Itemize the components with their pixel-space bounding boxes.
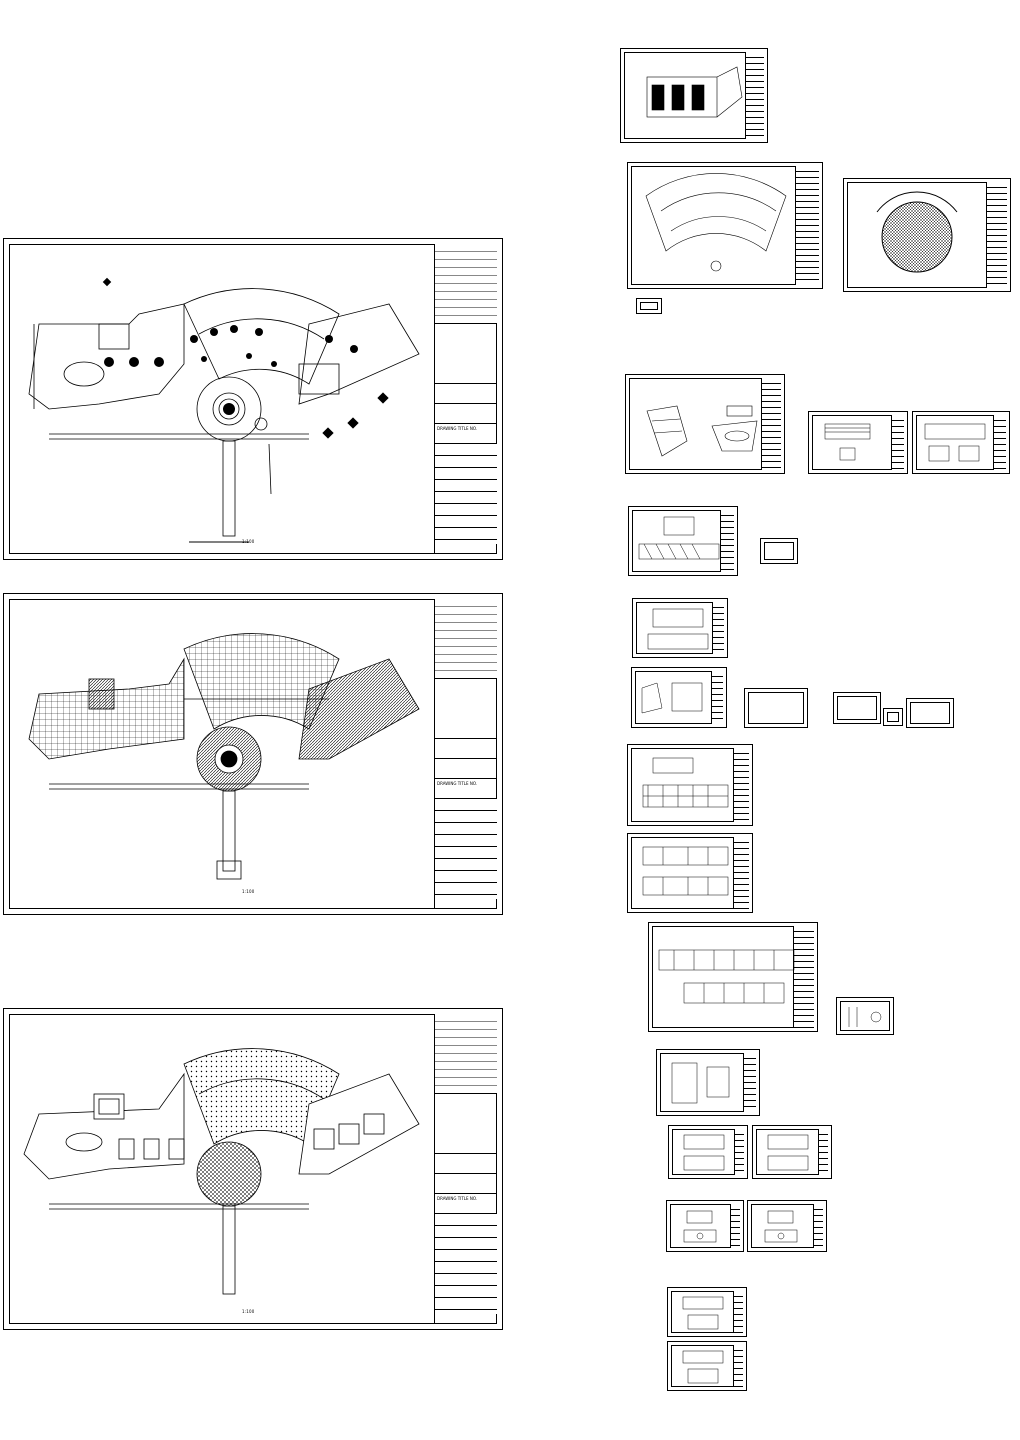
thumbnail-sheet[interactable] [628,506,738,576]
sheet-border [9,244,497,554]
thumbnail-drawing [824,423,871,461]
thumbnail-sheet[interactable] [627,162,823,289]
thumbnail-sheet[interactable] [808,411,908,474]
thumbnail-sheet[interactable] [752,1125,832,1179]
thumbnail-sheet[interactable] [666,1200,744,1252]
thumbnail-sheet[interactable] [667,1341,747,1391]
floor-plan-drawing [28,633,420,880]
thumbnail-drawing [767,1134,809,1171]
thumbnail-sheet[interactable] [632,598,728,658]
sheet-border [9,599,497,909]
thumbnail-sheet[interactable] [912,411,1010,474]
thumbnail-drawing [682,1296,724,1330]
drawing-title-label: DRAWING TITLE [437,781,469,786]
sheet-1-scale: 1:100 [242,539,255,544]
thumbnail-drawing [848,1007,882,1027]
thumbnail-sheet[interactable] [760,538,798,564]
thumbnail-sheet[interactable] [833,692,881,724]
thumbnail-drawing [638,516,720,560]
thumbnail-sheet[interactable] [836,997,894,1035]
thumbnail-sheet[interactable] [906,698,954,728]
thumbnail-sheet[interactable] [667,1287,747,1337]
thumbnail-sheet[interactable] [747,1200,827,1252]
thumbnail-sheet[interactable] [668,1125,748,1179]
sheet-3-scale: 1:100 [242,1309,255,1314]
drawing-sheet-3[interactable]: DRAWING TITLE NO. [3,1008,503,1330]
thumbnail-sheet[interactable] [620,48,768,143]
thumbnail-legend[interactable] [636,298,662,314]
thumbnail-drawing [646,66,743,118]
thumbnail-drawing [642,757,729,808]
thumbnail-drawing [764,1210,798,1243]
thumbnail-drawing [647,608,709,650]
thumbnail-drawing [683,1210,717,1243]
thumbnail-drawing [671,1062,730,1104]
thumbnail-drawing [658,949,795,1004]
thumbnail-sheet[interactable] [656,1049,760,1116]
drawing-no-label: NO. [469,426,478,431]
thumbnail-drawing [642,846,729,896]
drawing-title-label: DRAWING TITLE [437,1196,469,1201]
drawing-title-cell: DRAWING TITLE NO. [435,779,497,799]
thumbnail-sheet[interactable] [631,667,727,728]
ceiling-plan-drawing [23,1048,420,1295]
thumbnail-sheet[interactable] [744,688,808,728]
thumbnail-sheet[interactable] [627,744,753,826]
sheet-border [9,1014,497,1324]
thumbnail-drawing [876,191,958,273]
thumbnail-sheet[interactable] [883,708,903,726]
thumbnail-sheet[interactable] [627,833,753,913]
drawing-sheet-1[interactable]: DRAWING TITLE NO. [3,238,503,560]
drawing-title-cell: DRAWING TITLE NO. [435,424,497,444]
drawing-title-cell: DRAWING TITLE NO. [435,1194,497,1214]
drawing-no-label: NO. [469,781,478,786]
title-block: DRAWING TITLE NO. [434,244,497,554]
thumbnail-drawing [645,173,787,272]
thumbnail-drawing [646,405,758,457]
thumbnail-drawing [641,682,703,714]
drawing-sheet-2[interactable]: DRAWING TITLE NO. 1:100 [3,593,503,915]
title-block: DRAWING TITLE NO. [434,599,497,909]
drawing-no-label: NO. [469,1196,478,1201]
thumbnail-drawing [924,423,986,462]
thumbnail-sheet[interactable] [625,374,785,474]
thumbnail-drawing [682,1350,724,1384]
title-block: DRAWING TITLE NO. [434,1014,497,1324]
sheet-2-scale: 1:100 [242,889,255,894]
floor-plan-drawing [28,277,420,543]
thumbnail-sheet[interactable] [648,922,818,1032]
thumbnail-drawing [683,1134,725,1171]
thumbnail-sheet[interactable] [843,178,1011,292]
drawing-title-label: DRAWING TITLE [437,426,469,431]
